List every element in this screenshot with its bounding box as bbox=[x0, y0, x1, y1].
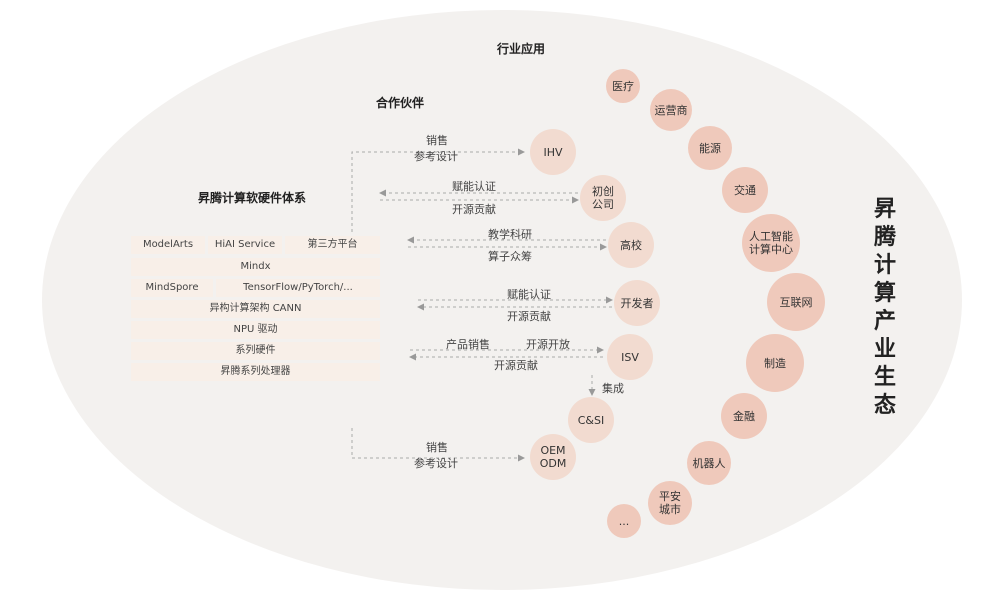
partner-oem-odm: OEM ODM bbox=[530, 434, 576, 480]
label-dev-cert: 赋能认证 bbox=[507, 288, 551, 301]
industry-transport: 交通 bbox=[722, 167, 768, 213]
partner-ihv: IHV bbox=[530, 129, 576, 175]
stack-row-mindx: Mindx bbox=[131, 258, 380, 276]
stack-cell-tensorflow: TensorFlow/PyTorch/... bbox=[216, 279, 380, 297]
label-integration: 集成 bbox=[602, 382, 624, 395]
industry-safe-city: 平安 城市 bbox=[648, 481, 692, 525]
arrow-to-ihv bbox=[351, 148, 525, 232]
stack-row-cann: 异构计算架构 CANN bbox=[131, 300, 380, 318]
label-ihv-design: 参考设计 bbox=[414, 150, 458, 163]
stack-cell-hiai: HiAI Service bbox=[208, 236, 282, 254]
industry-ai-center: 人工智能 计算中心 bbox=[742, 214, 800, 272]
partner-csi: C&SI bbox=[568, 397, 614, 443]
ecosystem-title: 昇 腾 计 算 产 业 生 态 bbox=[873, 197, 896, 418]
stack-cell-mindspore: MindSpore bbox=[131, 279, 213, 297]
stack-row-processor: 昇腾系列处理器 bbox=[131, 363, 380, 381]
arrow-to-oem bbox=[351, 428, 525, 462]
industry-medical: 医疗 bbox=[606, 69, 640, 103]
label-isv-open: 开源开放 bbox=[526, 338, 570, 351]
stack-cell-cann: 异构计算架构 CANN bbox=[131, 300, 380, 318]
partner-university: 高校 bbox=[608, 222, 654, 268]
label-startup-cert: 赋能认证 bbox=[452, 180, 496, 193]
system-header: 昇腾计算软硬件体系 bbox=[198, 191, 307, 205]
label-univ-research: 教学科研 bbox=[488, 228, 532, 241]
industry-manufacturing: 制造 bbox=[746, 334, 804, 392]
industry-internet: 互联网 bbox=[767, 273, 825, 331]
label-isv-sales: 产品销售 bbox=[446, 338, 490, 351]
label-oem-design: 参考设计 bbox=[414, 457, 458, 470]
industry-finance: 金融 bbox=[721, 393, 767, 439]
industry-robotics: 机器人 bbox=[687, 441, 731, 485]
label-isv-contrib: 开源贡献 bbox=[494, 359, 538, 372]
industry-apps-header: 行业应用 bbox=[497, 42, 546, 56]
partners-header: 合作伙伴 bbox=[376, 96, 425, 110]
label-ihv-sales: 销售 bbox=[426, 134, 448, 147]
stack-row-hardware: 系列硬件 bbox=[131, 342, 380, 360]
stack-row-driver: NPU 驱动 bbox=[131, 321, 380, 339]
stack-cell-processor: 昇腾系列处理器 bbox=[131, 363, 380, 381]
stack-cell-mindx: Mindx bbox=[131, 258, 380, 276]
label-oem-sales: 销售 bbox=[426, 441, 448, 454]
stack-row-platforms: ModelArts HiAI Service 第三方平台 bbox=[131, 236, 380, 254]
partner-startup: 初创 公司 bbox=[580, 175, 626, 221]
industry-energy: 能源 bbox=[688, 126, 732, 170]
industry-carrier: 运营商 bbox=[650, 89, 692, 131]
label-dev-contrib: 开源贡献 bbox=[507, 310, 551, 323]
partner-isv: ISV bbox=[607, 334, 653, 380]
stack-cell-modelarts: ModelArts bbox=[131, 236, 205, 254]
label-startup-contrib: 开源贡献 bbox=[452, 203, 496, 216]
partner-developer: 开发者 bbox=[614, 280, 660, 326]
stack-cell-npu-driver: NPU 驱动 bbox=[131, 321, 380, 339]
stack-row-frameworks: MindSpore TensorFlow/PyTorch/... bbox=[131, 279, 380, 297]
industry-more: ... bbox=[607, 504, 641, 538]
stack-cell-hardware: 系列硬件 bbox=[131, 342, 380, 360]
stack-cell-thirdparty: 第三方平台 bbox=[285, 236, 380, 254]
label-univ-crowd: 算子众筹 bbox=[488, 250, 532, 263]
